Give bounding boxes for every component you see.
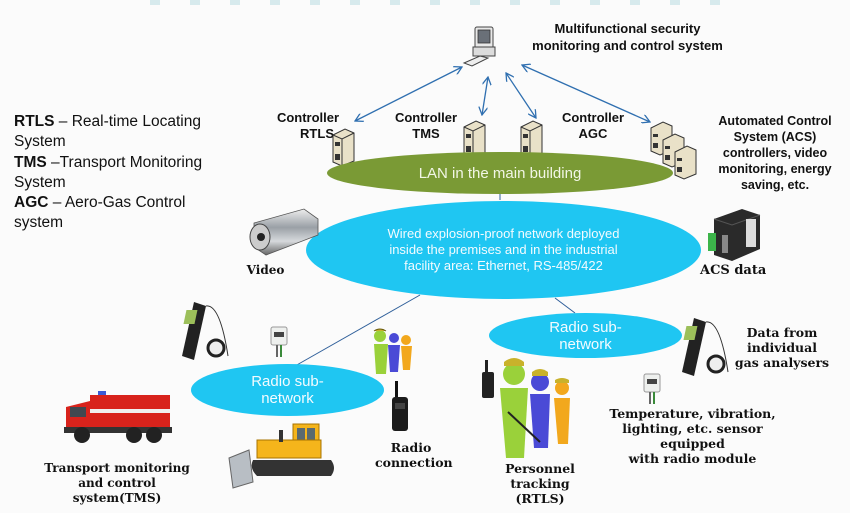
gas-analysers-line: individual <box>746 340 817 355</box>
sensor-label-line: lighting, etc. sensor equipped <box>622 421 763 451</box>
radio-subnetwork-line: network <box>559 335 612 353</box>
radio-subnetwork-left: Radio sub-network <box>191 364 384 416</box>
gas-analysers-line: gas analysers <box>734 355 830 370</box>
arrow-central-to-acs <box>522 65 650 122</box>
wired-explosion-proof-network: Wired explosion-proof network deployed i… <box>306 201 701 299</box>
computer-workstation-icon <box>462 25 506 69</box>
wired-network-line: inside the premises and in the industria… <box>389 242 618 257</box>
tms-label: Transport monitoring and control system(… <box>32 461 202 506</box>
lan-label: LAN in the main building <box>418 164 582 182</box>
legend-item-tms: TMS –Transport Monitoring System <box>14 153 203 191</box>
personnel-label-line2: (RTLS) <box>515 491 565 506</box>
acs-controllers-label: Automated Control System (ACS) controlle… <box>700 113 850 193</box>
arrow-central-to-rtls <box>355 67 462 121</box>
controller-tms-label: Controller TMS <box>386 110 466 142</box>
personnel-label-line1: Personnel tracking <box>505 461 575 491</box>
wired-network-line: Wired explosion-proof network deployed <box>387 226 620 241</box>
radio-subnetwork-line: Radio sub- <box>549 318 622 336</box>
abbreviation-legend: RTLS – Real-time Locating System TMS –Tr… <box>14 112 224 234</box>
link-wired-to-radio-left <box>287 294 421 371</box>
radio-subnetwork-line: network <box>261 390 314 407</box>
radio-connection-label: Radio connection <box>375 440 453 470</box>
acs-line: controllers, video <box>722 146 828 160</box>
tms-label-line2: and control system(TMS) <box>72 476 162 505</box>
controller-agc-label: Controller AGC <box>553 110 633 142</box>
arrow-central-to-tms <box>482 77 488 115</box>
controller-tms-line1: Controller <box>394 110 458 125</box>
wired-network-line: facility area: Ethernet, RS-485/422 <box>404 258 603 273</box>
central-system-label-line1: Multifunctional security <box>554 21 701 36</box>
acs-data-label: ACS data <box>700 263 767 278</box>
acs-line: System (ACS) <box>733 130 817 144</box>
legend-item-agc: AGC – Aero-Gas Control system <box>14 194 186 232</box>
controller-rtls-line2: RTLS <box>300 126 334 141</box>
controller-agc-line2: AGC <box>578 126 608 141</box>
personnel-tracking-label: Personnel tracking (RTLS) <box>478 461 602 506</box>
lan-main-building: LAN in the main building <box>327 152 673 194</box>
gas-analysers-line: Data from <box>746 325 818 340</box>
controller-agc-line1: Controller <box>561 110 625 125</box>
radio-subnetwork-line: Radio sub- <box>251 373 324 390</box>
sensor-label-line: with radio module <box>628 451 757 466</box>
central-system-label: Multifunctional security monitoring and … <box>505 20 750 54</box>
video-label: Video <box>246 263 285 277</box>
sensor-label: Temperature, vibration, lighting, etc. s… <box>590 406 795 466</box>
controller-rtls-label: Controller RTLS <box>268 110 348 142</box>
radio-connection-line2: connection <box>375 455 453 470</box>
controller-rtls-line1: Controller <box>276 110 340 125</box>
tms-label-line1: Transport monitoring <box>44 461 190 475</box>
legend-item-rtls: RTLS – Real-time Locating System <box>14 113 201 151</box>
radio-subnetwork-right: Radio sub-network <box>489 313 682 358</box>
top-decoration-strip <box>150 0 750 5</box>
link-wired-to-radio-right <box>554 297 576 314</box>
acs-line: saving, etc. <box>740 178 810 192</box>
arrow-central-to-agc <box>506 73 536 118</box>
acs-line: Automated Control <box>718 114 832 128</box>
acs-line: monitoring, energy <box>718 162 832 176</box>
central-system-label-line2: monitoring and control system <box>532 38 723 53</box>
controller-tms-line2: TMS <box>412 126 440 141</box>
sensor-label-line: Temperature, vibration, <box>609 406 776 421</box>
gas-analysers-label: Data from individual gas analysers <box>732 325 832 370</box>
radio-connection-line1: Radio <box>390 440 432 455</box>
